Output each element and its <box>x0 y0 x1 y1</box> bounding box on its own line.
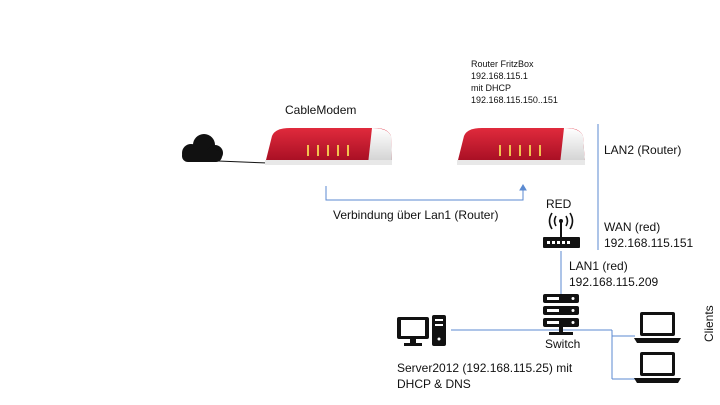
connection-lines <box>217 124 635 380</box>
server-label-line-2: DHCP & DNS <box>397 377 471 391</box>
server-desktop-icon <box>397 315 446 346</box>
router-info-block: Router FritzBox 192.168.115.1 mit DHCP 1… <box>471 58 558 106</box>
wan-ip-label: 192.168.115.151 <box>604 236 694 250</box>
router-info-line-4: 192.168.115.150..151 <box>471 95 558 105</box>
modem-router-arrowhead <box>519 184 527 191</box>
server-label-line-1: Server2012 (192.168.115.25) mit <box>397 361 573 375</box>
router-info-line-3: mit DHCP <box>471 83 511 93</box>
client-laptop-icon-1 <box>634 312 681 343</box>
cablemodem-label: CableModem <box>285 103 357 117</box>
router-info-line-1: Router FritzBox <box>471 59 534 69</box>
lan1-ip-label: 192.168.115.209 <box>569 275 659 289</box>
switch-label: Switch <box>545 337 581 351</box>
switch-icon <box>543 294 579 335</box>
red-label: RED <box>546 197 572 211</box>
client-laptop-icon-2 <box>634 352 681 383</box>
cloud-icon <box>182 134 223 162</box>
wan-label: WAN (red) <box>604 220 661 234</box>
lan2-router-label: LAN2 (Router) <box>604 143 682 157</box>
router-fritzbox-device-icon <box>457 128 585 165</box>
cablemodem-device-icon <box>265 128 392 165</box>
connection-label: Verbindung über Lan1 (Router) <box>333 208 499 222</box>
cloud-to-modem-cable <box>217 160 269 164</box>
server-label: Server2012 (192.168.115.25) mit DHCP & D… <box>397 360 597 392</box>
red-access-point-icon <box>543 212 580 248</box>
clients-label: Clients <box>702 305 716 342</box>
modem-router-connection-line <box>325 186 524 201</box>
router-info-line-2: 192.168.115.1 <box>471 71 528 81</box>
lan1-label: LAN1 (red) <box>569 259 628 273</box>
